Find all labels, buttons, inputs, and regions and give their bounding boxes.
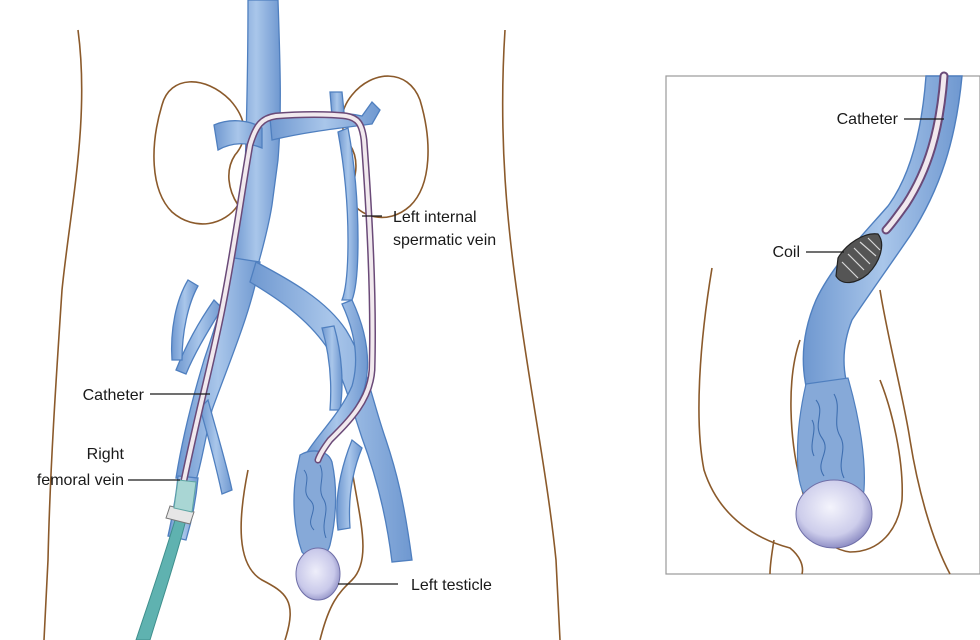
label-left-internal-spermatic-vein-line2: spermatic vein <box>393 232 496 249</box>
torso-right-outline <box>503 30 560 640</box>
label-coil: Coil <box>772 244 800 261</box>
introducer-sheath <box>136 480 196 640</box>
left-testicle <box>296 548 340 600</box>
inset-view: Catheter Coil <box>666 76 980 574</box>
iliac-branch-left-lower <box>337 440 362 530</box>
sheath-tube <box>136 510 188 640</box>
label-left-internal-spermatic-vein-line1: Left internal <box>393 209 477 226</box>
label-catheter-inset: Catheter <box>837 111 899 128</box>
label-right-femoral-vein-line1: Right <box>87 446 125 463</box>
label-right-femoral-vein-line2: femoral vein <box>37 472 124 489</box>
right-kidney-outline <box>154 82 244 224</box>
label-left-testicle: Left testicle <box>411 577 492 594</box>
thigh-left-outline <box>241 470 290 640</box>
right-medial-branch <box>200 400 232 494</box>
sheath-upper <box>174 480 196 512</box>
inset-testicle <box>796 480 872 548</box>
main-view: Left internal spermatic vein Catheter Ri… <box>37 0 560 640</box>
pampiniform-plexus <box>294 451 336 558</box>
label-catheter-main: Catheter <box>83 387 145 404</box>
torso-left-outline <box>44 30 82 640</box>
